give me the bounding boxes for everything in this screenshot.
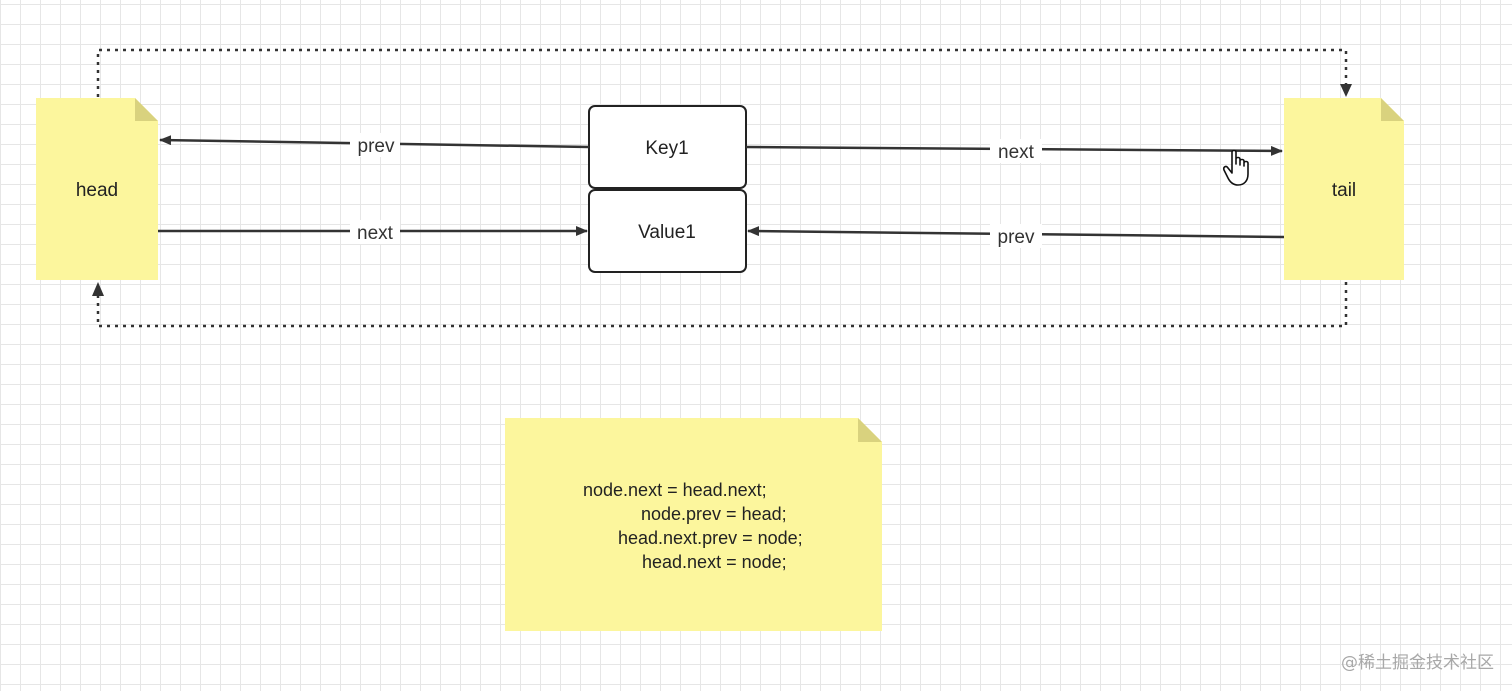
code-note[interactable]: [505, 418, 882, 631]
value-label: Value1: [638, 222, 696, 243]
key-label: Key1: [645, 138, 688, 159]
tail-label: tail: [1332, 180, 1356, 201]
hand-cursor-icon: [1223, 149, 1249, 186]
code-line: node.next = head.next;: [583, 480, 767, 500]
edge-label-tail-to-node: prev: [998, 227, 1035, 248]
code-line: node.prev = head;: [641, 504, 787, 524]
dotted-arrowhead-head: [92, 282, 104, 296]
key-node[interactable]: Key1: [588, 105, 747, 189]
head-label: head: [76, 180, 118, 201]
tail-node[interactable]: tail: [1284, 98, 1404, 280]
edge-label-node-to-tail: next: [998, 142, 1035, 163]
head-node[interactable]: head: [36, 98, 158, 280]
dotted-arrowhead-tail: [1340, 84, 1352, 97]
code-note-text: node.next = head.next; node.prev = head;…: [505, 418, 882, 631]
value-node[interactable]: Value1: [588, 189, 747, 273]
dotted-link-tail-to-head[interactable]: [96, 282, 1348, 328]
edge-label-head-to-node: next: [357, 223, 394, 244]
watermark: @稀土掘金技术社区: [1341, 653, 1494, 673]
edge-label-node-to-head: prev: [358, 136, 395, 157]
code-line: head.next = node;: [642, 552, 787, 572]
dotted-link-head-to-tail[interactable]: [96, 48, 1348, 97]
code-line: head.next.prev = node;: [618, 528, 803, 548]
